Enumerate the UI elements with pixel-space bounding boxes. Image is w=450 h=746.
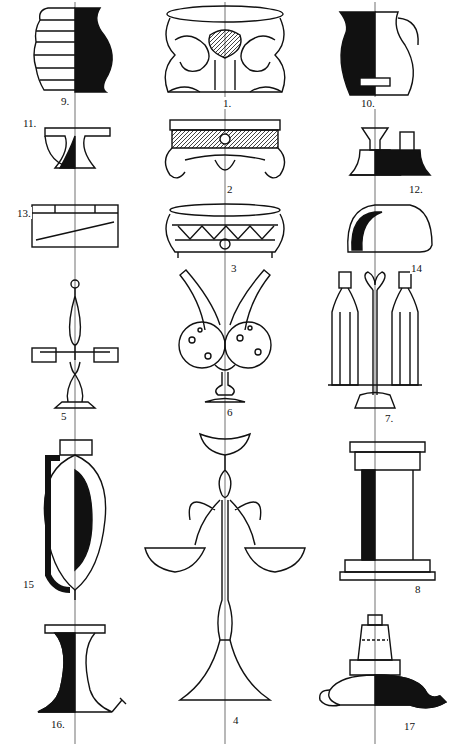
callout-number: 12. [408,183,424,195]
callout-number: 8 [414,583,422,595]
callout-number: 1. [222,97,232,109]
callout-number: 2 [226,183,234,195]
callout-number: 6 [226,406,234,418]
callout-number: 14 [410,262,423,274]
callout-number: 13. [16,207,32,219]
twin-gourd-bottle [179,270,271,402]
inkstand [350,128,430,175]
ornate-stand [165,120,284,178]
callout-number: 11. [22,117,37,129]
anvil-stand [45,128,110,168]
jug [340,12,418,95]
callout-number: 10. [360,97,376,109]
epergne [145,434,305,700]
oval-dish [166,204,284,258]
callout-number: 17 [403,720,416,732]
stamp-box [32,205,118,247]
decanter-stand [328,272,422,408]
dome-cover [348,205,432,252]
guide-lines [75,2,375,744]
oil-lamp [320,615,446,708]
hanging-lamp [44,440,105,600]
callout-number: 15 [22,578,35,590]
tower-caster [340,442,435,580]
callout-number: 4 [232,714,240,726]
callout-number: 5 [60,410,68,422]
callout-number: 7. [384,412,394,424]
callout-number: 9. [60,95,70,107]
foot-stand [38,625,126,712]
cruet-stand [32,280,118,408]
callout-number: 3 [230,262,238,274]
ornate-urn [165,6,285,92]
ribbed-pot [34,8,112,92]
callout-number: 16. [50,718,66,730]
